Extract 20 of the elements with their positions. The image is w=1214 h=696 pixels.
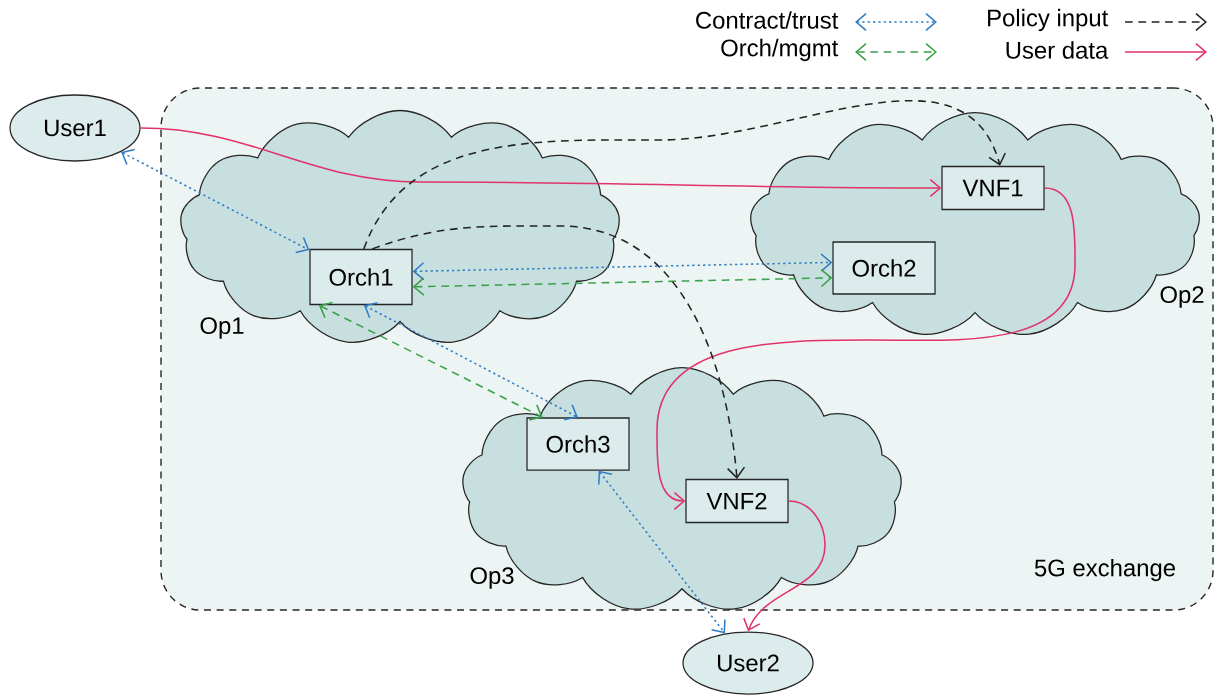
legend-label: User data (1006, 41, 1109, 59)
arrow (363, 302, 578, 421)
arrow (598, 470, 726, 634)
process-box: Orch3 (526, 417, 630, 471)
arrow (318, 301, 543, 421)
legend-label: Orch/mgmt (721, 38, 839, 62)
arrow (371, 225, 746, 479)
process-box: Orch2 (832, 241, 936, 295)
arrow (121, 148, 310, 254)
legend-label: Contract/trust (696, 11, 839, 29)
arrow (412, 268, 833, 296)
arrow (743, 500, 826, 632)
process-box: Orch1 (309, 248, 413, 306)
legend-label: Policy input (988, 8, 1109, 32)
arrow (656, 187, 1076, 511)
arrow (139, 127, 942, 198)
process-box: VNF1 (941, 165, 1045, 211)
arrow (412, 253, 833, 281)
process-box: VNF2 (685, 478, 789, 524)
arrow (363, 100, 1007, 250)
